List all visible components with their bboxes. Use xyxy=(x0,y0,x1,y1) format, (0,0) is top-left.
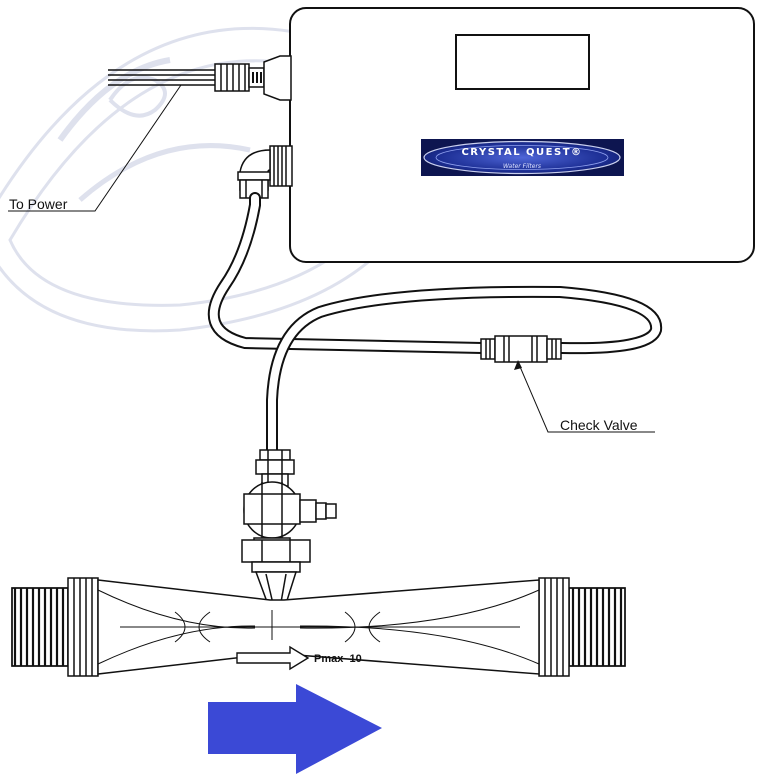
check-valve-label: Check Valve xyxy=(560,417,638,433)
display-window xyxy=(455,34,590,90)
to-power-label: To Power xyxy=(9,196,68,212)
controller-housing xyxy=(289,7,755,263)
power-plug-icon xyxy=(108,55,292,101)
tubing xyxy=(207,192,663,456)
elbow-fitting xyxy=(237,145,293,199)
brand-tagline: Water Filters xyxy=(503,163,541,170)
flow-direction-arrow-icon xyxy=(236,645,310,671)
flow-arrow-icon xyxy=(208,684,382,774)
brand-name: CRYSTAL QUEST® xyxy=(461,147,582,158)
venturi-body xyxy=(11,577,626,677)
injector-valve xyxy=(241,449,337,611)
controller-unit: CRYSTAL QUEST® Water Filters xyxy=(289,7,755,263)
brand-logo: CRYSTAL QUEST® Water Filters xyxy=(421,139,624,176)
to-power-callout: To Power xyxy=(8,84,182,212)
check-valve-callout: Check Valve xyxy=(514,360,655,433)
pressure-rating-label: Pmax 10 xyxy=(314,653,362,665)
check-valve xyxy=(480,335,562,363)
